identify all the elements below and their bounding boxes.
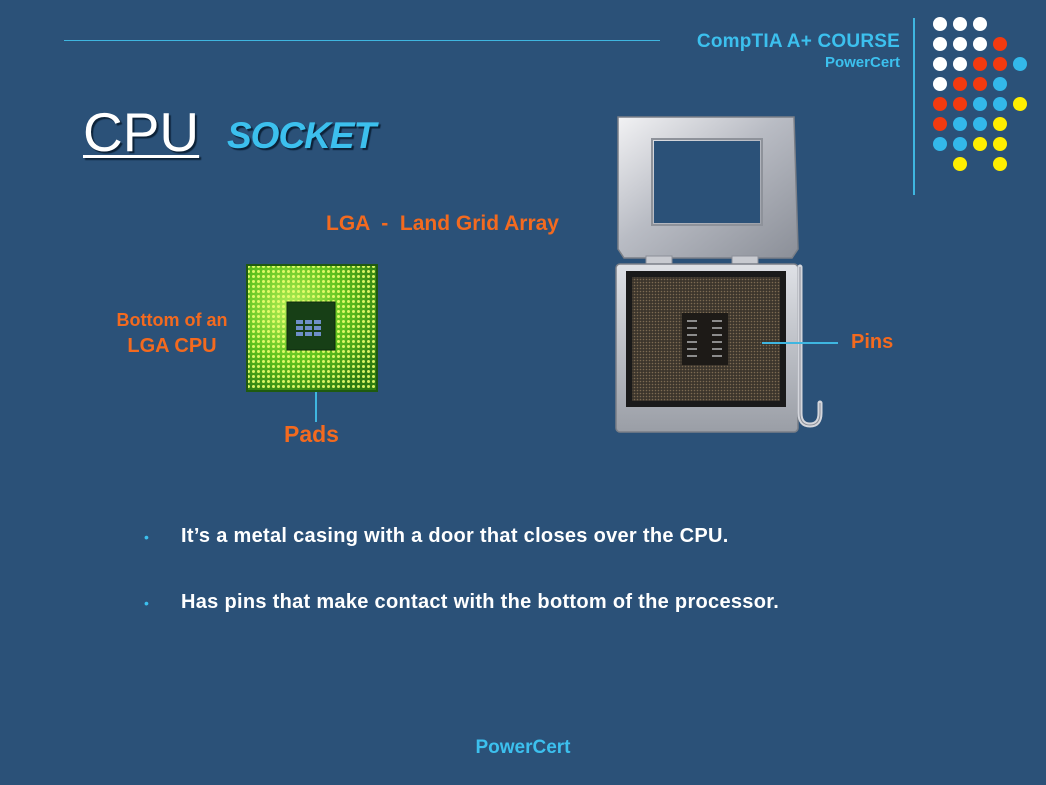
dot [973, 117, 987, 131]
decorative-dot-grid [933, 17, 1043, 177]
cpu-caption-line1: Bottom of an [116, 310, 228, 330]
bullet-list: • It’s a metal casing with a door that c… [140, 525, 960, 657]
dot [1013, 97, 1027, 111]
dot [993, 137, 1007, 151]
dot [993, 97, 1007, 111]
cpu-caption: Bottom of an LGA CPU [108, 307, 236, 359]
dot [973, 77, 987, 91]
dot [993, 157, 1007, 171]
pins-label: Pins [851, 331, 894, 353]
dot [933, 57, 947, 71]
dot [973, 57, 987, 71]
dot [933, 77, 947, 91]
course-title: CompTIA A+ COURSE [696, 31, 900, 52]
cpu-caption-line2: LGA CPU [127, 335, 217, 357]
dot [953, 37, 967, 51]
bullet-icon: • [144, 529, 149, 545]
list-item: • It’s a metal casing with a door that c… [140, 525, 960, 591]
bullet-text: It’s a metal casing with a door that clo… [181, 525, 729, 547]
bullet-text: Has pins that make contact with the bott… [181, 591, 780, 613]
dot [993, 117, 1007, 131]
bullet-icon: • [144, 595, 149, 611]
header-divider-line [64, 40, 660, 41]
dot [993, 37, 1007, 51]
dot [933, 137, 947, 151]
dot [1013, 57, 1027, 71]
dot [973, 97, 987, 111]
vertical-divider-line [913, 18, 915, 195]
footer-brand: PowerCert [475, 737, 571, 758]
dot [933, 37, 947, 51]
dot [973, 137, 987, 151]
pads-label: Pads [284, 421, 339, 447]
slide-subtitle: SOCKET [227, 115, 376, 156]
dot [993, 77, 1007, 91]
cpu-socket-image [615, 116, 823, 433]
lga-heading: LGA - Land Grid Array [326, 212, 559, 235]
dot [953, 97, 967, 111]
dot [973, 17, 987, 31]
dot [973, 37, 987, 51]
dot [933, 97, 947, 111]
dot [953, 137, 967, 151]
pads-pointer-line [315, 392, 317, 422]
course-brand: PowerCert [824, 54, 900, 71]
dot [953, 17, 967, 31]
dot [993, 57, 1007, 71]
dot [953, 157, 967, 171]
dot [933, 17, 947, 31]
pins-pointer-line [762, 342, 838, 344]
lga-cpu-chip-image [246, 264, 378, 392]
slide-title: CPU [83, 101, 200, 163]
dot [933, 117, 947, 131]
dot [953, 77, 967, 91]
dot [953, 57, 967, 71]
list-item: • Has pins that make contact with the bo… [140, 591, 960, 657]
dot [953, 117, 967, 131]
